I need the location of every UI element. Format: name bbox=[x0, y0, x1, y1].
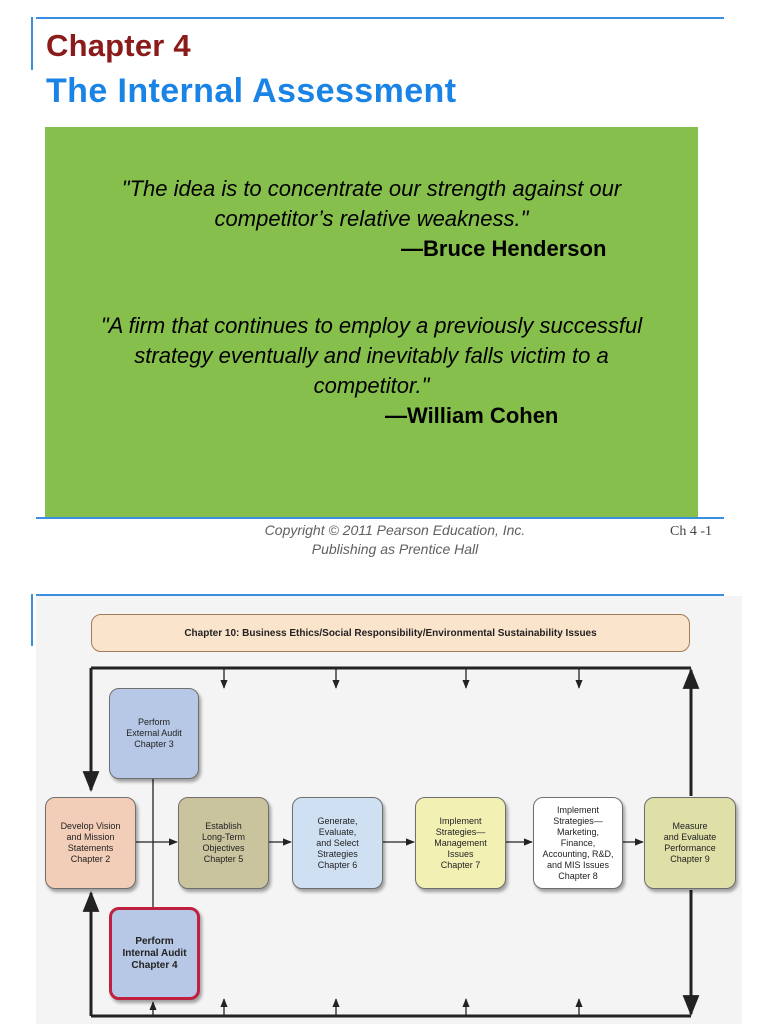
node-long-term-objectives-label: Establish Long-Term Objectives Chapter 5 bbox=[201, 821, 246, 864]
node-vision-mission: Develop Vision and Mission Statements Ch… bbox=[45, 797, 136, 889]
slide-2-left-accent-rule bbox=[31, 594, 33, 646]
node-measure-evaluate-label: Measure and Evaluate Performance Chapter… bbox=[663, 821, 717, 864]
node-internal-audit: Perform Internal Audit Chapter 4 bbox=[109, 907, 200, 1000]
bottom-rule bbox=[36, 517, 724, 519]
slide-number: Ch 4 -1 bbox=[670, 524, 712, 539]
node-vision-mission-label: Develop Vision and Mission Statements Ch… bbox=[60, 821, 121, 864]
quote-2-line-2: strategy eventually and inevitably falls… bbox=[134, 343, 609, 368]
slide-2-top-rule bbox=[36, 594, 724, 596]
slide-1: Chapter 4 The Internal Assessment "The i… bbox=[31, 17, 724, 559]
quote-1-author: —Bruce Henderson bbox=[401, 236, 607, 261]
copyright-notice: Copyright © 2011 Pearson Education, Inc.… bbox=[230, 521, 560, 559]
top-rule bbox=[36, 17, 724, 19]
node-long-term-objectives: Establish Long-Term Objectives Chapter 5 bbox=[178, 797, 269, 889]
node-implement-marketing: Implement Strategies— Marketing, Finance… bbox=[533, 797, 623, 889]
quote-1-line-2: competitor’s relative weakness." bbox=[214, 206, 529, 231]
page-title: The Internal Assessment bbox=[46, 72, 457, 110]
copyright-line-1: Copyright © 2011 Pearson Education, Inc. bbox=[264, 522, 526, 538]
quote-2-author: —William Cohen bbox=[385, 403, 559, 428]
node-select-strategies: Generate, Evaluate, and Select Strategie… bbox=[292, 797, 383, 889]
node-implement-management: Implement Strategies— Management Issues … bbox=[415, 797, 506, 889]
node-external-audit: Perform External Audit Chapter 3 bbox=[109, 688, 199, 779]
node-internal-audit-label: Perform Internal Audit Chapter 4 bbox=[122, 935, 187, 971]
node-select-strategies-label: Generate, Evaluate, and Select Strategie… bbox=[316, 815, 359, 870]
node-implement-marketing-label: Implement Strategies— Marketing, Finance… bbox=[542, 804, 614, 881]
node-implement-management-label: Implement Strategies— Management Issues … bbox=[434, 815, 487, 870]
quote-1-line-1: "The idea is to concentrate our strength… bbox=[121, 176, 622, 201]
quote-2-line-1: "A firm that continues to employ a previ… bbox=[100, 313, 643, 338]
quote-2-line-3: competitor." bbox=[313, 373, 430, 398]
business-ethics-bar: Chapter 10: Business Ethics/Social Respo… bbox=[91, 614, 690, 652]
left-accent-rule bbox=[31, 17, 33, 70]
node-external-audit-label: Perform External Audit Chapter 3 bbox=[126, 717, 182, 749]
chapter-label: Chapter 4 bbox=[46, 28, 191, 63]
node-measure-evaluate: Measure and Evaluate Performance Chapter… bbox=[644, 797, 736, 889]
quote-panel: "The idea is to concentrate our strength… bbox=[45, 127, 698, 517]
copyright-line-2: Publishing as Prentice Hall bbox=[311, 541, 479, 557]
